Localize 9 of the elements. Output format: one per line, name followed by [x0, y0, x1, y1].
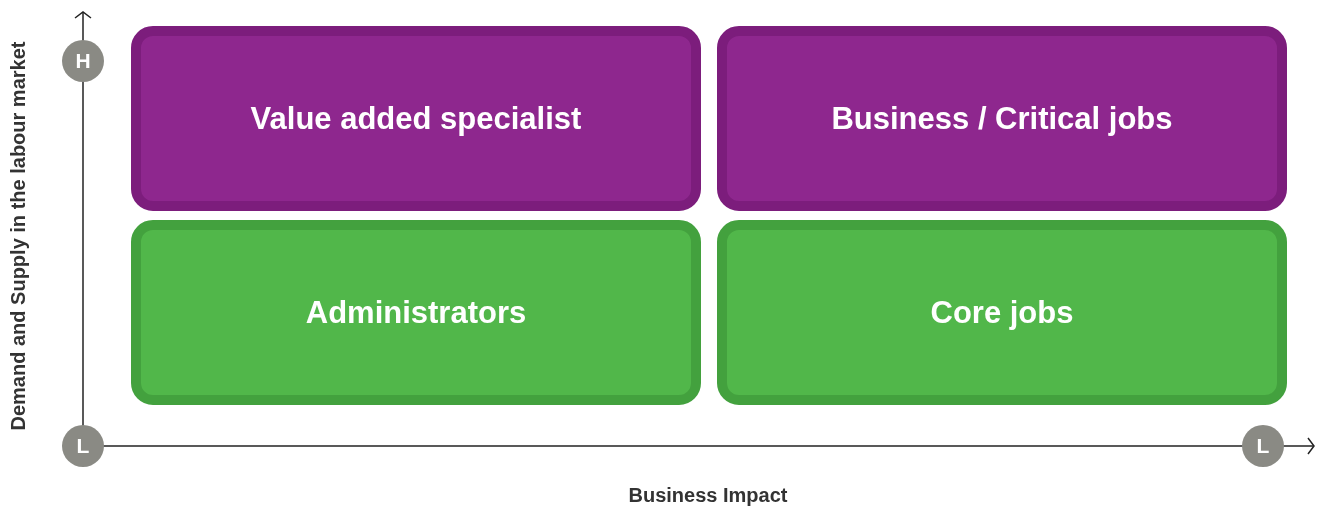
vertical-axis-title: Demand and Supply in the labour market: [6, 41, 30, 431]
axis-level-marker: L: [62, 425, 104, 467]
horizontal-axis-title: Business Impact: [628, 483, 788, 507]
quadrant-box: Value added specialist: [131, 26, 701, 211]
quadrant-box: Core jobs: [717, 220, 1287, 405]
quadrant-box: Administrators: [131, 220, 701, 405]
axis-level-marker: H: [62, 40, 104, 82]
quadrant-box: Business / Critical jobs: [717, 26, 1287, 211]
axis-level-marker: L: [1242, 425, 1284, 467]
